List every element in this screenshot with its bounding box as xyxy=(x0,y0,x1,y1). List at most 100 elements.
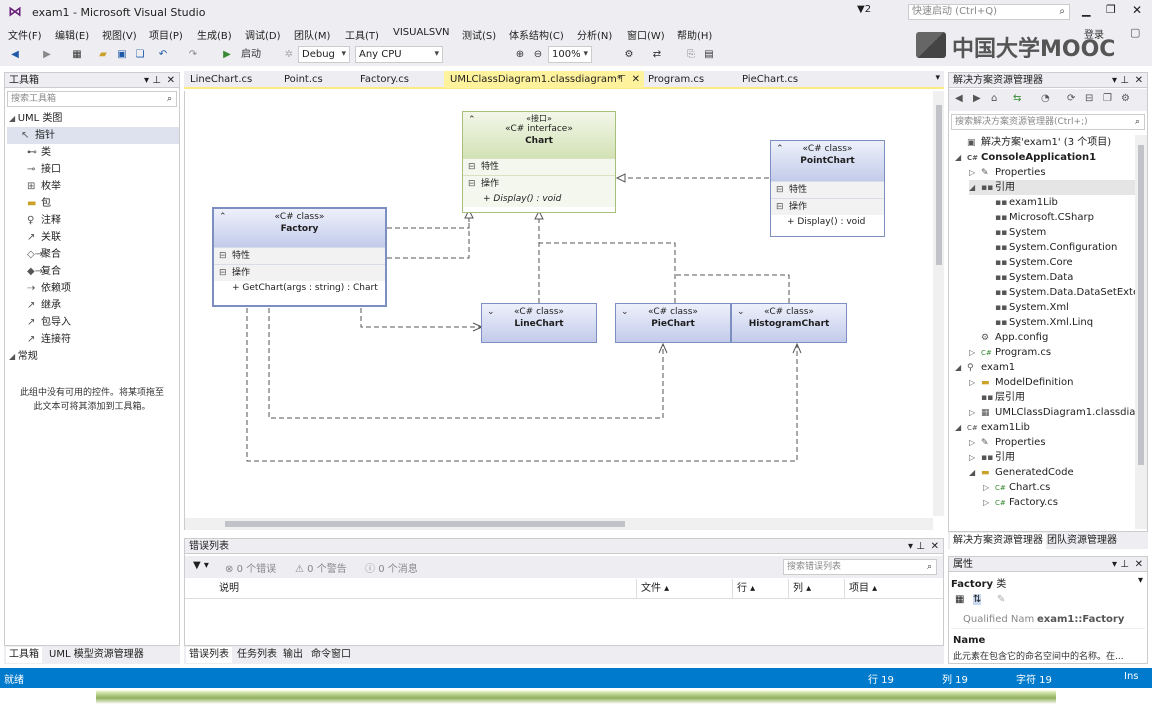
collapse-icon[interactable]: ⌃ xyxy=(468,115,476,125)
back-icon[interactable]: ◀ xyxy=(955,93,963,104)
tree-node-layer-references[interactable]: ▪▪层引用 xyxy=(969,390,1025,405)
solution-scrollbar[interactable] xyxy=(1135,135,1147,529)
linechart-class-shape[interactable]: ⌄ «C# class» LineChart xyxy=(481,303,597,343)
menu-window[interactable]: 窗口(W) xyxy=(627,31,665,42)
pointchart-attributes[interactable]: 特性 xyxy=(771,181,884,199)
pin-icon[interactable]: ⊤ xyxy=(617,74,626,85)
tab-error-list[interactable]: 错误列表 xyxy=(186,647,232,663)
share-icon[interactable]: ⇄ xyxy=(652,49,662,60)
diagram-canvas[interactable]: ⌃ «接口» «C# interface» Chart 特性 操作 + Disp… xyxy=(184,91,944,530)
tab-solution-explorer[interactable]: 解决方案资源管理器 xyxy=(950,533,1046,549)
column-file[interactable]: 文件 ▴ xyxy=(637,579,733,599)
menu-architecture[interactable]: 体系结构(C) xyxy=(509,31,564,42)
zoom-dropdown[interactable]: 100% xyxy=(548,46,592,63)
tree-node-microsoft-csharp[interactable]: ▪▪Microsoft.CSharp xyxy=(983,210,1094,225)
tree-node-system-xml[interactable]: ▪▪System.Xml xyxy=(983,300,1069,315)
attach-icon[interactable]: ✲ xyxy=(284,49,294,60)
tree-node-system-configuration[interactable]: ▪▪System.Configuration xyxy=(983,240,1117,255)
column-description[interactable]: 说明 xyxy=(215,579,637,599)
tab-overflow-icon[interactable]: ▾ xyxy=(935,73,940,83)
chart-display-method[interactable]: + Display() : void xyxy=(463,192,615,207)
zoom-in-icon[interactable]: ⊕ xyxy=(515,49,525,60)
menu-tools[interactable]: 工具(T) xyxy=(345,31,379,42)
factory-attributes[interactable]: 特性 xyxy=(214,247,385,265)
toolbox-group-general[interactable]: ◢ 常规 xyxy=(9,351,38,362)
menu-analyze[interactable]: 分析(N) xyxy=(577,31,613,42)
close-button[interactable]: ✕ xyxy=(1132,3,1143,17)
warnings-filter-button[interactable]: ⚠ 0 个警告 xyxy=(295,564,347,575)
tree-node-modeldefinition[interactable]: ▷▬ModelDefinition xyxy=(969,375,1073,390)
histogramchart-class-shape[interactable]: ⌄ «C# class» HistogramChart xyxy=(731,303,847,343)
redo-icon[interactable]: ↷ xyxy=(188,49,198,60)
scroll-thumb[interactable] xyxy=(225,521,625,527)
pending-changes-icon[interactable]: ◔ xyxy=(1041,93,1050,104)
pin-icon[interactable]: ⊥ xyxy=(152,75,161,86)
tree-node-system[interactable]: ▪▪System xyxy=(983,225,1046,240)
scroll-thumb[interactable] xyxy=(936,105,942,265)
tab-team-explorer[interactable]: 团队资源管理器 xyxy=(1047,535,1117,546)
feedback-icon[interactable]: ▢ xyxy=(1130,26,1141,39)
menu-visualsvn[interactable]: VISUALSVN xyxy=(393,27,450,38)
tree-node-system-data-datasetext[interactable]: ▪▪System.Data.DataSetExte xyxy=(983,285,1139,300)
pointchart-class-shape[interactable]: ⌃ «C# class» PointChart 特性 操作 + Display(… xyxy=(770,140,885,237)
toolbox-item-package-import[interactable]: ↗包导入 xyxy=(13,314,71,331)
solution-search-input[interactable]: 搜索解决方案资源管理器(Ctrl+;)⌕ xyxy=(951,114,1145,130)
start-button[interactable]: 启动 xyxy=(241,49,261,60)
toolbox-item-composition[interactable]: ◆→复合 xyxy=(13,263,61,280)
tab-close-icon[interactable]: ✕ xyxy=(631,74,640,85)
scroll-thumb[interactable] xyxy=(1138,145,1144,465)
tab-classdiagram[interactable]: UMLClassDiagram1.classdiagram*⊤✕ xyxy=(444,71,644,88)
tree-node-solution[interactable]: ▣解决方案'exam1' (3 个项目) xyxy=(955,135,1111,150)
tab-uml-model-explorer[interactable]: UML 模型资源管理器 xyxy=(49,649,144,660)
tree-node-references[interactable]: ◢▪▪引用 xyxy=(969,180,1135,195)
error-search-input[interactable]: 搜索错误列表⌕ xyxy=(783,559,937,575)
menu-team[interactable]: 团队(M) xyxy=(294,31,331,42)
collapse-icon[interactable]: ⌃ xyxy=(776,144,784,154)
panel-menu-icon[interactable]: ▾ xyxy=(907,541,913,552)
maximize-button[interactable]: ❐ xyxy=(1106,3,1116,16)
open-icon[interactable]: ▰ xyxy=(99,49,107,60)
collapse-icon[interactable]: ⌃ xyxy=(219,212,227,222)
toolbox-item-pointer[interactable]: ↖指针 xyxy=(7,127,179,144)
tree-node-properties[interactable]: ▷✎Properties xyxy=(969,165,1046,180)
platform-dropdown[interactable]: Any CPU xyxy=(355,46,443,63)
paste-icon[interactable]: ▤ xyxy=(704,49,714,60)
tree-node-properties-2[interactable]: ▷✎Properties xyxy=(969,435,1046,450)
chart-operations[interactable]: 操作 xyxy=(463,175,615,193)
toolbox-close-icon[interactable]: ✕ xyxy=(166,75,175,86)
signin-link[interactable]: 登录 xyxy=(1084,30,1104,41)
expand-icon[interactable]: ⌄ xyxy=(737,307,745,317)
toolbox-item-dependency[interactable]: ⇢依赖项 xyxy=(13,280,71,297)
column-project[interactable]: 项目 ▴ xyxy=(849,583,878,594)
forward-icon[interactable]: ▶ xyxy=(973,93,981,104)
filter-icon[interactable]: ▼2 xyxy=(857,4,872,15)
tree-node-chart-cs[interactable]: ▷C#Chart.cs xyxy=(983,480,1050,495)
chart-attributes[interactable]: 特性 xyxy=(463,158,615,176)
undo-icon[interactable]: ↶ xyxy=(158,49,168,60)
menu-help[interactable]: 帮助(H) xyxy=(677,31,713,42)
menu-view[interactable]: 视图(V) xyxy=(102,31,137,42)
tab-factory-cs[interactable]: Factory.cs xyxy=(360,74,409,85)
tree-node-consoleapplication1[interactable]: ◢C#ConsoleApplication1 xyxy=(955,150,1096,165)
pin-icon[interactable]: ⊥ xyxy=(1120,75,1129,86)
tree-node-program-cs[interactable]: ▷C#Program.cs xyxy=(969,345,1051,360)
panel-close-icon[interactable]: ✕ xyxy=(930,541,939,552)
tab-toolbox[interactable]: 工具箱 xyxy=(6,647,42,663)
factory-operations[interactable]: 操作 xyxy=(214,264,385,282)
menu-debug[interactable]: 调试(D) xyxy=(245,31,281,42)
alphabetical-icon[interactable]: ⇅ xyxy=(973,594,982,605)
panel-close-icon[interactable]: ✕ xyxy=(1134,559,1143,570)
pointchart-display-method[interactable]: + Display() : void xyxy=(787,217,866,227)
errors-filter-button[interactable]: ⊗ 0 个错误 xyxy=(225,564,277,575)
tree-node-umlclassdiagram1[interactable]: ▷▦UMLClassDiagram1.classdia xyxy=(969,405,1135,420)
piechart-class-shape[interactable]: ⌄ «C# class» PieChart xyxy=(615,303,731,343)
toolbox-item-interface[interactable]: ⊸接口 xyxy=(13,161,61,178)
property-pages-icon[interactable]: ✎ xyxy=(997,594,1006,605)
copy-icon[interactable]: ⎘ xyxy=(687,49,695,60)
panel-menu-icon[interactable]: ▾ xyxy=(1111,559,1117,570)
messages-filter-button[interactable]: ⓘ 0 个消息 xyxy=(365,564,418,575)
panel-menu-icon[interactable]: ▾ xyxy=(1111,75,1117,86)
tab-program-cs[interactable]: Program.cs xyxy=(648,74,705,85)
zoom-out-icon[interactable]: ⊖ xyxy=(533,49,543,60)
toolbox-item-aggregation[interactable]: ◇→聚合 xyxy=(13,246,61,263)
